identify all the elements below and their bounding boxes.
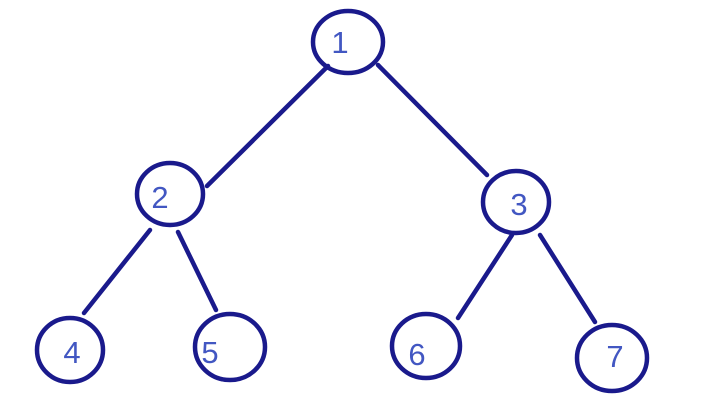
tree-node-7: 7 (574, 322, 650, 394)
tree-node-label-1: 1 (331, 25, 348, 60)
tree-node-4: 4 (34, 315, 106, 385)
tree-node-circle-6 (389, 311, 463, 381)
tree-edge-1-2 (204, 63, 331, 189)
tree-edge-2-4 (81, 227, 153, 316)
tree-node-5: 5 (192, 311, 268, 383)
tree-node-6: 6 (389, 311, 463, 381)
tree-edge-3-7 (537, 232, 598, 325)
tree-node-label-2: 2 (151, 180, 168, 215)
tree-edge-1-3 (375, 62, 490, 178)
tree-edge-2-5 (175, 229, 219, 313)
tree-node-label-5: 5 (201, 335, 218, 370)
tree-node-label-6: 6 (408, 337, 425, 372)
tree-node-circle-5 (192, 311, 268, 383)
tree-node-1: 1 (310, 8, 386, 76)
tree-node-circle-7 (574, 322, 650, 394)
tree-node-3: 3 (480, 168, 552, 236)
tree-node-circle-4 (34, 315, 106, 385)
tree-node-label-4: 4 (63, 335, 80, 370)
tree-node-label-3: 3 (510, 187, 527, 222)
tree-node-circle-2 (134, 160, 206, 228)
tree-node-2: 2 (134, 160, 206, 228)
tree-node-circle-1 (310, 8, 386, 76)
tree-node-label-7: 7 (606, 339, 623, 374)
tree-node-circle-3 (480, 168, 552, 236)
tree-edge-3-6 (455, 232, 515, 321)
